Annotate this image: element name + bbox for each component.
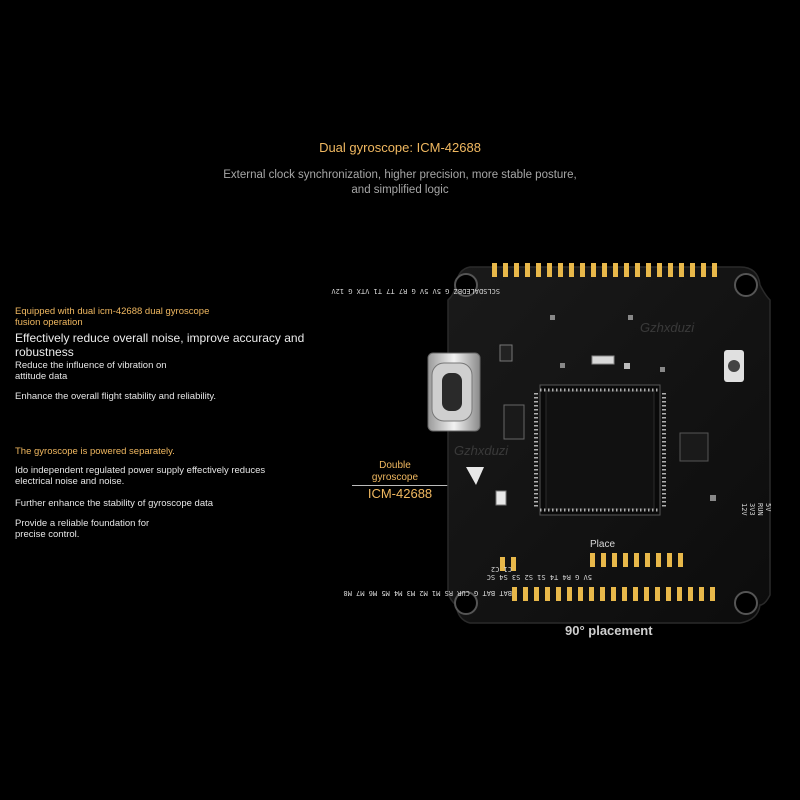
gyro-callout: Double gyroscope [350, 460, 440, 484]
feature-power-line1: Ido independent regulated power supply e… [15, 465, 266, 476]
callout-model: ICM-42688 [367, 486, 433, 501]
callout-label-line2: gyroscope [371, 472, 419, 483]
feature-group1-heading: Equipped with dual icm-42688 dual gyrosc… [15, 306, 209, 328]
usb-c-connector [427, 352, 481, 432]
feature-vibration-line2: attitude data [15, 371, 68, 382]
mount-hole-br [734, 591, 758, 615]
feature-power-line2: electrical noise and noise. [15, 476, 125, 487]
side-label-3v3: 3V3 [748, 503, 756, 516]
callout-line [352, 485, 448, 486]
gyro-chip-2 [495, 490, 507, 506]
feature-foundation-line2: precise control. [15, 529, 80, 540]
subtitle-line-2: and simplified logic [351, 184, 449, 196]
feature-group1-heading-line1: Equipped with dual icm-42688 dual gyrosc… [15, 306, 210, 317]
feature-stability: Enhance the overall flight stability and… [15, 391, 217, 402]
feature-noise-line2: robustness [15, 345, 74, 359]
side-label-5v: 5V [764, 503, 772, 512]
feature-power: Ido independent regulated power supply e… [15, 465, 265, 487]
callout-label-line1: Double [379, 460, 411, 471]
side-label-run: RUN [756, 503, 764, 516]
placement-label: 90° placement [565, 623, 653, 638]
mcu-chip [534, 384, 666, 516]
bottom-pin-labels-2: BAT BAT G CUR RS M1 M2 M3 M4 M5 M6 M7 M8 [343, 589, 512, 597]
bottom-pin-labels-left: C1 C2 [491, 565, 512, 573]
flight-controller-board: SCLSDALEDBZ G 5V 5V G R7 T7 T1 VTX G 12V… [331, 263, 772, 624]
page-title: Dual gyroscope: ICM-42688 [319, 140, 481, 155]
side-label-12v: 12V [740, 503, 748, 516]
bottom-pin-labels: 5V G R4 T4 S1 S2 S3 S4 SC [487, 573, 592, 581]
arrow-marker-icon [466, 467, 484, 485]
bottom-pads [500, 553, 715, 601]
top-pads [492, 263, 717, 277]
feature-group2-heading: The gyroscope is powered separately. [15, 446, 175, 457]
mount-hole-bl [454, 591, 478, 615]
feature-noise: Effectively reduce overall noise, improv… [15, 331, 304, 359]
page-subtitle: External clock synchronization, higher p… [180, 168, 620, 198]
feature-vibration: Reduce the influence of vibration on att… [15, 360, 167, 382]
callout-label: Double gyroscope [350, 460, 440, 484]
watermark-2: Gzhxduzi [454, 443, 509, 458]
side-labels: 12V 3V3 RUN 5V [740, 503, 772, 516]
top-pin-labels: SCLSDALEDBZ G 5V 5V G R7 T7 T1 VTX G 12V [331, 287, 500, 295]
feature-group1-heading-line2: fusion operation [15, 317, 83, 328]
feature-noise-line1: Effectively reduce overall noise, improv… [15, 331, 305, 345]
feature-vibration-line1: Reduce the influence of vibration on [15, 360, 167, 371]
mount-hole-tr [734, 273, 758, 297]
subtitle-line-1: External clock synchronization, higher p… [223, 169, 577, 181]
feature-foundation: Provide a reliable foundation for precis… [15, 518, 149, 540]
place-mark: Place [590, 539, 615, 550]
mount-hole-tl [454, 273, 478, 297]
watermark-1: Gzhxduzi [640, 320, 695, 335]
feature-gyro-stability: Further enhance the stability of gyrosco… [15, 498, 214, 509]
feature-foundation-line1: Provide a reliable foundation for [15, 518, 150, 529]
